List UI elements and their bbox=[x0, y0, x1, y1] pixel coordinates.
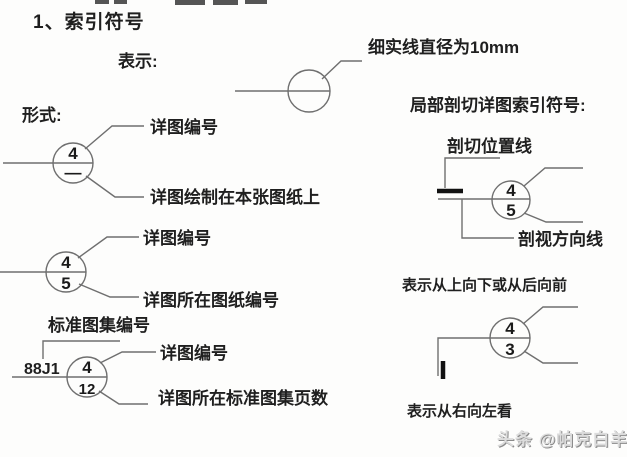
form1-circle bbox=[52, 142, 94, 184]
form1-leader-top bbox=[84, 125, 144, 150]
thin-line-annotation: 细实线直径为10mm bbox=[368, 38, 520, 57]
form3-atlas-label: 标准图集编号 bbox=[48, 316, 150, 335]
view-direction-label-leader bbox=[461, 199, 514, 239]
cropped-text-artifact bbox=[95, 0, 267, 5]
section1-leader-top bbox=[523, 167, 583, 187]
section1-number-bottom: 5 bbox=[506, 201, 516, 220]
form1-callout-bottom: 详图绘制在本张图纸上 bbox=[150, 188, 320, 207]
watermark: 头条 @帕克白羊 bbox=[497, 430, 627, 449]
form2-callout-bottom: 详图所在图纸编号 bbox=[143, 291, 279, 310]
section1-circle bbox=[491, 180, 531, 220]
form3-atlas-code: 88J1 bbox=[24, 361, 60, 378]
section2-circle bbox=[489, 317, 531, 359]
form3-leader-top bbox=[99, 351, 156, 364]
section1-leader-bottom bbox=[523, 212, 583, 223]
cut-position-label-leader bbox=[444, 157, 500, 188]
form1-number-bottom: — bbox=[64, 163, 82, 182]
form3-leader-bottom bbox=[98, 390, 148, 405]
form3-callout-bottom: 详图所在标准图集页数 bbox=[158, 389, 328, 408]
cut-position-label: 剖切位置线 bbox=[447, 137, 532, 156]
form2-callout-top: 详图编号 bbox=[143, 229, 211, 248]
form2-leader-bottom bbox=[78, 283, 139, 298]
section2-axis-line bbox=[437, 337, 530, 376]
forms-label: 形式: bbox=[22, 106, 62, 125]
representation-label: 表示: bbox=[118, 52, 158, 71]
section2-number-bottom: 3 bbox=[505, 340, 515, 359]
form1-number-top: 4 bbox=[68, 144, 78, 163]
form1-leader-bottom bbox=[85, 175, 144, 198]
section2-leader-top bbox=[522, 306, 578, 325]
form3-atlas-leader bbox=[42, 340, 120, 359]
form2-number-bottom: 5 bbox=[61, 274, 71, 293]
page-title: 1、索引符号 bbox=[33, 12, 145, 33]
view-direction-label: 剖视方向线 bbox=[518, 230, 603, 249]
representation-leader bbox=[321, 60, 362, 80]
form2-leader-top bbox=[77, 236, 139, 259]
section2-leader-bottom bbox=[523, 350, 578, 364]
representation-circle bbox=[287, 69, 331, 113]
form2-number-top: 4 bbox=[61, 253, 71, 272]
section1-caption: 表示从上向下或从后向前 bbox=[402, 277, 568, 294]
form3-number-top: 4 bbox=[82, 358, 92, 377]
section2-number-top: 4 bbox=[505, 319, 515, 338]
form1-callout-top: 详图编号 bbox=[150, 118, 218, 137]
form3-circle bbox=[66, 356, 108, 398]
section2-caption: 表示从右向左看 bbox=[407, 403, 513, 420]
form3-number-bottom: 12 bbox=[78, 381, 96, 398]
form2-circle bbox=[45, 251, 87, 293]
section-detail-title: 局部剖切详图索引符号: bbox=[410, 96, 586, 115]
form3-callout-top: 详图编号 bbox=[160, 344, 228, 363]
section1-number-top: 4 bbox=[506, 181, 516, 200]
